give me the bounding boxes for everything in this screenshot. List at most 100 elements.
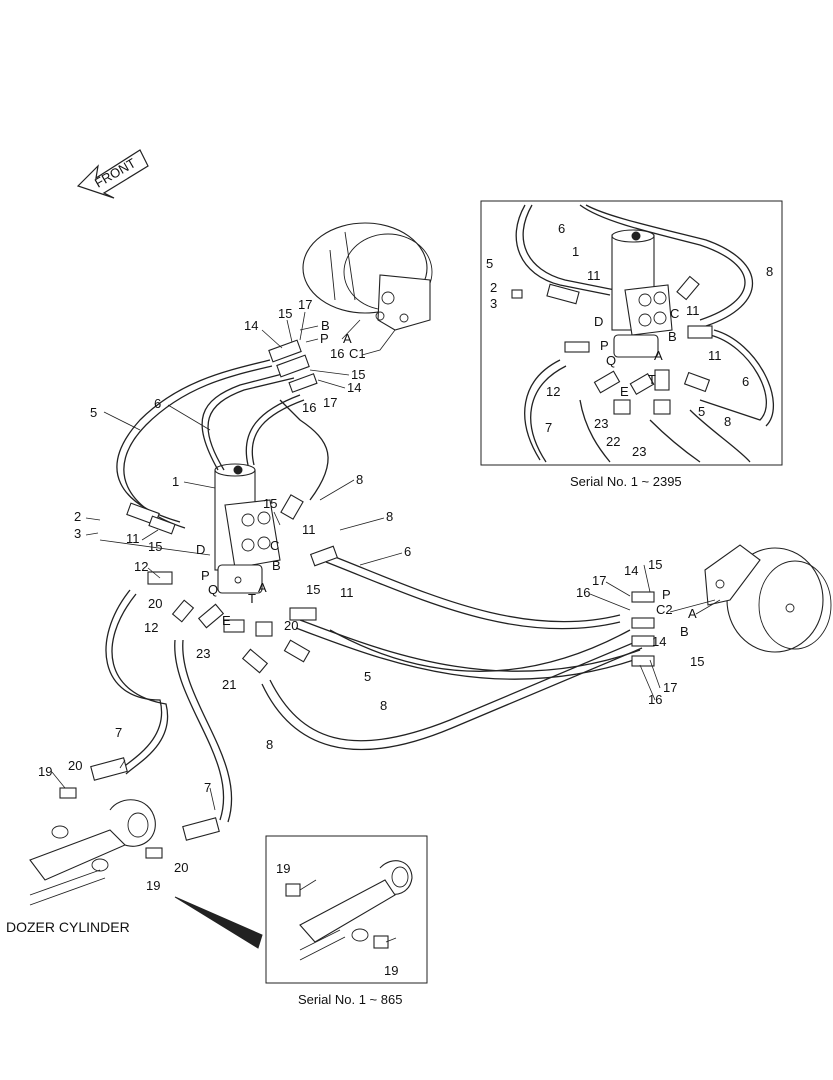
label-17: 17: [323, 395, 337, 410]
fittings-main: [59, 339, 655, 859]
label-16: 16: [576, 585, 590, 600]
label-8: 8: [380, 698, 387, 713]
inset-label-A: A: [654, 348, 663, 363]
label-15: 15: [263, 496, 277, 511]
label-11: 11: [302, 522, 316, 537]
front-label: FRONT: [92, 155, 138, 190]
inset-label-12: 12: [546, 384, 560, 399]
inset-label-3: 3: [490, 296, 497, 311]
label-19: 19: [146, 878, 160, 893]
inset-label-Q: Q: [606, 353, 616, 368]
label-15: 15: [351, 367, 365, 382]
label-17: 17: [663, 680, 677, 695]
label-17: 17: [298, 297, 312, 312]
label-20: 20: [174, 860, 188, 875]
label-12: 12: [134, 559, 148, 574]
label-23: 23: [196, 646, 210, 661]
label-8: 8: [356, 472, 363, 487]
label-1: 1: [172, 474, 179, 489]
dozer-cylinder-caption: DOZER CYLINDER: [6, 919, 130, 935]
front-arrow: FRONT: [76, 149, 149, 199]
label-8: 8: [266, 737, 273, 752]
inset-label-11: 11: [708, 348, 722, 363]
label-16: 16: [648, 692, 662, 707]
label-B: B: [321, 318, 330, 333]
label-12: 12: [144, 620, 158, 635]
label-15: 15: [648, 557, 662, 572]
label-3: 3: [74, 526, 81, 541]
inset-label-11: 11: [686, 303, 700, 318]
inset-bottom-label-19: 19: [384, 963, 398, 978]
inset-label-22: 22: [606, 434, 620, 449]
label-20: 20: [148, 596, 162, 611]
inset-label-11: 11: [587, 268, 601, 283]
label-P: P: [320, 331, 329, 346]
label-11: 11: [340, 585, 354, 600]
label-P: P: [662, 587, 671, 602]
label-21: 21: [222, 677, 236, 692]
label-B: B: [680, 624, 689, 639]
label-D: D: [196, 542, 205, 557]
callout-arrow: [174, 896, 263, 949]
label-8: 8: [386, 509, 393, 524]
travel-motor-right: [704, 544, 832, 653]
label-14: 14: [652, 634, 666, 649]
label-6: 6: [154, 396, 161, 411]
label-14: 14: [624, 563, 638, 578]
inset-label-P: P: [600, 338, 609, 353]
inset-top-serial: Serial No. 1 ~ 2395: [570, 474, 682, 489]
label-17: 17: [592, 573, 606, 588]
label-19: 19: [38, 764, 52, 779]
label-C: C: [270, 538, 279, 553]
inset-label-B: B: [668, 329, 677, 344]
label-6: 6: [404, 544, 411, 559]
label-B: B: [272, 558, 281, 573]
inset-label-23: 23: [594, 416, 608, 431]
label-14: 14: [347, 380, 361, 395]
inset-bottom-label-19: 19: [276, 861, 290, 876]
inset-label-5: 5: [486, 256, 493, 271]
label-E: E: [222, 613, 231, 628]
label-20: 20: [68, 758, 82, 773]
label-P: P: [201, 568, 210, 583]
swivel-joint-main: [214, 463, 281, 594]
main-labels: 17 15 14 B P A 16 C1 15 14 16 17 5 6 1 8…: [38, 297, 704, 893]
label-15: 15: [690, 654, 704, 669]
inset-label-6: 6: [558, 221, 565, 236]
hose-lines-main: [105, 359, 643, 823]
inset-label-1: 1: [572, 244, 579, 259]
label-15: 15: [306, 582, 320, 597]
label-20: 20: [284, 618, 298, 633]
label-C2: C2: [656, 602, 673, 617]
label-16: 16: [302, 400, 316, 415]
inset-label-2: 2: [490, 280, 497, 295]
label-7: 7: [115, 725, 122, 740]
dozer-cylinder: [29, 799, 156, 906]
label-15: 15: [278, 306, 292, 321]
label-A: A: [688, 606, 697, 621]
label-Q: Q: [208, 582, 218, 597]
inset-label-T: T: [648, 372, 656, 387]
inset-label-D: D: [594, 314, 603, 329]
label-T: T: [248, 591, 256, 606]
inset-label-C: C: [670, 306, 679, 321]
inset-label-6: 6: [742, 374, 749, 389]
travel-motor-top: [302, 222, 433, 331]
label-11: 11: [126, 531, 140, 546]
inset-label-23: 23: [632, 444, 646, 459]
inset-label-5: 5: [698, 404, 705, 419]
inset-label-8: 8: [766, 264, 773, 279]
label-15: 15: [148, 539, 162, 554]
inset-bottom: 19 19: [265, 835, 428, 984]
label-2: 2: [74, 509, 81, 524]
leader-lines-main: [51, 311, 721, 811]
label-A: A: [258, 580, 267, 595]
inset-label-E: E: [620, 384, 629, 399]
inset-label-7: 7: [545, 420, 552, 435]
label-A: A: [343, 331, 352, 346]
label-14: 14: [244, 318, 258, 333]
label-7: 7: [204, 780, 211, 795]
label-C1: C1: [349, 346, 366, 361]
